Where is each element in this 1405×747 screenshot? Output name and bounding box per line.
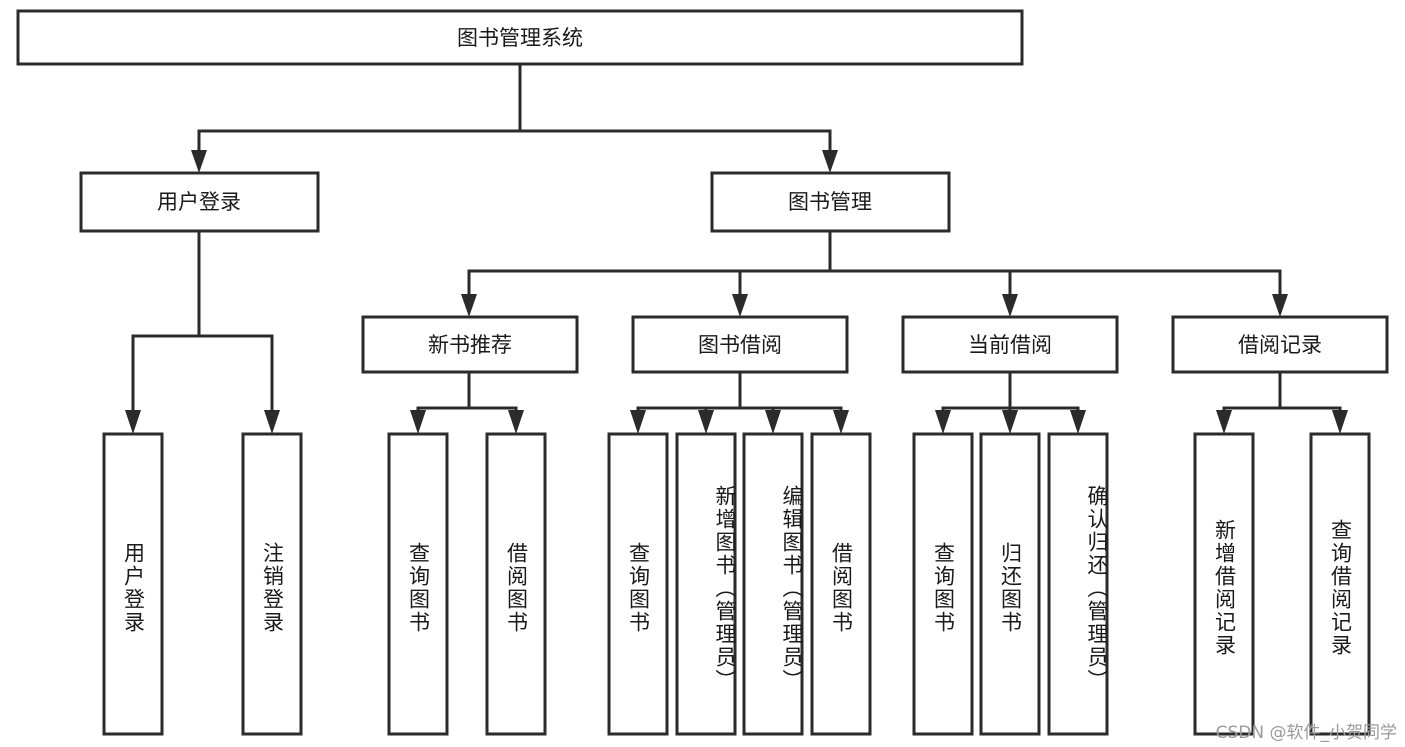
node-user-login[interactable]: 用户登录 — [79, 171, 320, 233]
node-borrow-record-box[interactable] — [1171, 315, 1389, 374]
arrow-to-leaf-add-book — [698, 410, 714, 434]
arrow-to-current-borrow — [1002, 294, 1018, 317]
arrow-to-leaf-borrow-book-2 — [833, 410, 849, 434]
node-leaf-logout-label: 注销登录 — [260, 542, 285, 634]
node-new-book-rec-box[interactable] — [361, 315, 579, 374]
arrow-to-leaf-return-book — [1002, 410, 1018, 434]
node-leaf-borrow-book-1-label: 借阅图书 — [504, 542, 529, 634]
node-book-borrow-box[interactable] — [631, 315, 849, 374]
arrow-to-new-book-rec — [461, 294, 477, 317]
node-current-borrow-box[interactable] — [901, 315, 1119, 374]
node-borrow-record[interactable]: 借阅记录 — [1171, 315, 1389, 374]
node-book-manage[interactable]: 图书管理 — [710, 171, 951, 233]
arrow-to-leaf-query-book-1 — [410, 410, 426, 434]
node-leaf-borrow-book-2-label: 借阅图书 — [829, 542, 854, 634]
node-leaf-edit-book-label: 编辑图书（管理员） — [780, 484, 804, 692]
arrow-to-leaf-edit-book — [765, 410, 781, 434]
node-root-box[interactable] — [16, 9, 1024, 66]
node-leaf-logout-box[interactable] — [241, 432, 303, 736]
node-new-book-rec-label: 新书推荐 — [428, 333, 512, 357]
node-leaf-borrow-book-1-box[interactable] — [485, 432, 547, 736]
node-leaf-return-book-box[interactable] — [979, 432, 1041, 736]
arrow-to-book-borrow — [732, 294, 748, 317]
arrow-to-leaf-confirm-return — [1070, 410, 1086, 434]
arrow-to-leaf-logout — [264, 410, 280, 434]
node-root[interactable]: 图书管理系统 — [16, 9, 1024, 66]
connector-layer — [125, 62, 1348, 434]
node-leaf-query-book-2-box[interactable] — [607, 432, 669, 736]
arrow-to-leaf-add-record — [1216, 410, 1232, 434]
node-leaf-query-record-box[interactable] — [1309, 432, 1371, 736]
node-leaf-edit-book-box[interactable] — [742, 432, 804, 736]
node-current-borrow-label: 当前借阅 — [968, 333, 1052, 357]
node-layer: 图书管理系统 用户登录 图书管理 新书推荐 图书借阅 当前 — [16, 9, 1389, 736]
node-leaf-return-book-label: 归还图书 — [998, 542, 1023, 634]
leaf-box-layer — [102, 432, 1371, 736]
node-book-manage-box[interactable] — [710, 171, 951, 233]
node-leaf-user-login-label: 用户登录 — [121, 542, 146, 634]
node-leaf-add-record-label: 新增借阅记录 — [1212, 519, 1237, 657]
node-new-book-rec[interactable]: 新书推荐 — [361, 315, 579, 374]
node-leaf-query-book-1-box[interactable] — [387, 432, 449, 736]
arrow-to-book-manage — [822, 150, 838, 173]
node-book-borrow[interactable]: 图书借阅 — [631, 315, 849, 374]
node-borrow-record-label: 借阅记录 — [1238, 333, 1322, 357]
node-root-label: 图书管理系统 — [457, 26, 583, 50]
node-book-borrow-label: 图书借阅 — [698, 333, 782, 357]
node-leaf-add-book-box[interactable] — [675, 432, 737, 736]
node-user-login-label: 用户登录 — [157, 190, 241, 214]
node-user-login-box[interactable] — [79, 171, 320, 233]
node-leaf-query-book-2-label: 查询图书 — [626, 542, 651, 634]
node-leaf-query-book-3-box[interactable] — [912, 432, 974, 736]
node-leaf-confirm-return-label: 确认归还（管理员） — [1085, 484, 1109, 692]
node-book-manage-label: 图书管理 — [788, 190, 872, 214]
node-leaf-borrow-book-2-box[interactable] — [810, 432, 872, 736]
arrow-to-leaf-query-book-3 — [935, 410, 951, 434]
arrow-to-leaf-borrow-book-1 — [508, 410, 524, 434]
node-leaf-confirm-return-box[interactable] — [1047, 432, 1109, 736]
node-leaf-query-book-1-label: 查询图书 — [406, 542, 431, 634]
arrow-to-user-login — [191, 150, 207, 173]
node-leaf-query-book-3-label: 查询图书 — [931, 542, 956, 634]
arrow-to-leaf-query-record — [1332, 410, 1348, 434]
arrow-to-borrow-record — [1272, 294, 1288, 317]
arrow-to-leaf-user-login — [125, 410, 141, 434]
node-leaf-user-login-box[interactable] — [102, 432, 164, 736]
arrow-to-leaf-query-book-2 — [630, 410, 646, 434]
node-current-borrow[interactable]: 当前借阅 — [901, 315, 1119, 374]
node-leaf-query-record-label: 查询借阅记录 — [1328, 519, 1353, 657]
node-leaf-add-book-label: 新增图书（管理员） — [713, 484, 737, 692]
node-leaf-add-record-box[interactable] — [1193, 432, 1255, 736]
